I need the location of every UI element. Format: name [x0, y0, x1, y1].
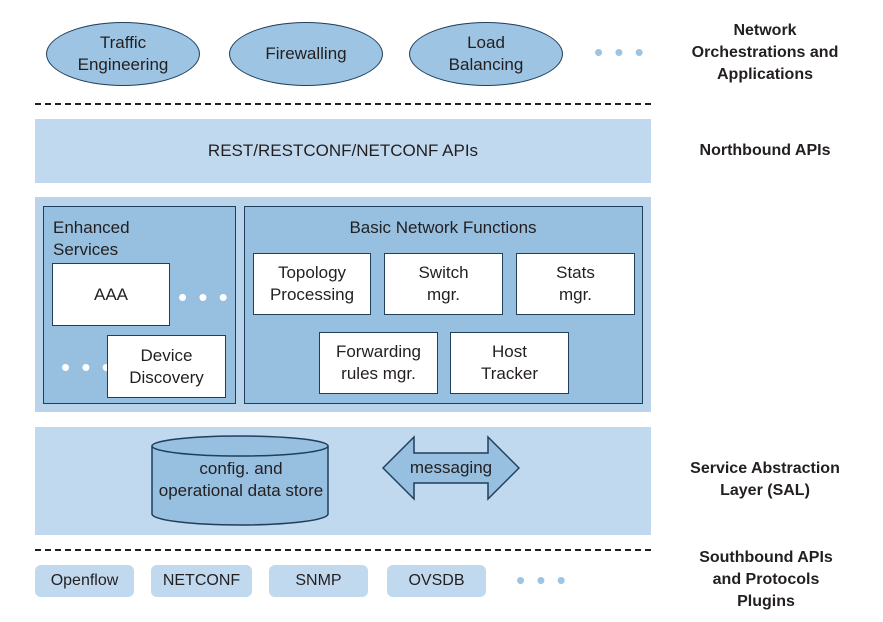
stats-mgr-label: Stats mgr. — [556, 263, 595, 304]
topology-processing-label: Topology Processing — [269, 263, 355, 304]
label-orchestration: Network Orchestrations and Applications — [691, 22, 839, 83]
switch-mgr-box: Switch mgr. — [384, 253, 503, 315]
stats-mgr-box: Stats mgr. — [516, 253, 635, 315]
device-discovery-label: Device Discovery — [129, 345, 204, 387]
plugin-netconf: NETCONF — [151, 565, 252, 597]
basic-network-functions-title: Basic Network Functions — [349, 218, 537, 237]
enhanced-services-title: Enhanced Services — [53, 218, 130, 259]
separator-top — [35, 103, 651, 105]
plugins-more-ellipsis: • • • — [516, 565, 568, 595]
datastore-label: config. and operational data store — [158, 459, 324, 500]
app-firewalling: Firewalling — [229, 22, 383, 86]
app-traffic-engineering: Traffic Engineering — [46, 22, 200, 86]
sal-band — [35, 427, 651, 535]
messaging-label: messaging — [409, 458, 493, 477]
plugin-snmp: SNMP — [269, 565, 368, 597]
apps-more-ellipsis: • • • — [594, 37, 646, 67]
app-traffic-engineering-label: Traffic Engineering — [77, 33, 169, 74]
app-load-balancing-label: Load Balancing — [448, 33, 524, 74]
forwarding-rules-mgr-label: Forwarding rules mgr. — [335, 342, 422, 383]
basic-network-functions-panel: Basic Network Functions Topology Process… — [244, 206, 643, 404]
host-tracker-box: Host Tracker — [450, 332, 569, 394]
aaa-box: AAA — [52, 263, 170, 326]
plugin-ovsdb-label: OVSDB — [408, 572, 465, 589]
plugin-ovsdb: OVSDB — [387, 565, 486, 597]
topology-processing-box: Topology Processing — [253, 253, 371, 315]
enhanced-services-panel: Enhanced Services AAA • • • • • • Device… — [43, 206, 236, 404]
northbound-api-label: REST/RESTCONF/NETCONF APIs — [207, 141, 479, 160]
enhanced-more-ellipsis-2: • • • — [61, 352, 113, 382]
separator-bottom — [35, 549, 651, 551]
label-northbound: Northbound APIs — [699, 142, 831, 159]
forwarding-rules-mgr-box: Forwarding rules mgr. — [319, 332, 438, 394]
plugin-openflow: Openflow — [35, 565, 134, 597]
host-tracker-label: Host Tracker — [481, 342, 538, 383]
plugin-netconf-label: NETCONF — [162, 572, 241, 589]
datastore-cylinder-icon — [151, 435, 329, 526]
plugin-openflow-label: Openflow — [50, 572, 119, 589]
app-load-balancing: Load Balancing — [409, 22, 563, 86]
aaa-label: AAA — [93, 284, 129, 304]
label-sal: Service Abstraction Layer (SAL) — [690, 460, 840, 499]
app-firewalling-label: Firewalling — [265, 44, 347, 63]
enhanced-more-ellipsis-1: • • • — [178, 282, 230, 312]
label-southbound: Southbound APIs and Protocols Plugins — [699, 549, 833, 610]
device-discovery-box: Device Discovery — [107, 335, 226, 398]
plugin-snmp-label: SNMP — [295, 572, 342, 589]
switch-mgr-label: Switch mgr. — [418, 263, 469, 304]
northbound-api-band: REST/RESTCONF/NETCONF APIs — [35, 119, 651, 183]
messaging-double-arrow-icon — [382, 435, 520, 501]
